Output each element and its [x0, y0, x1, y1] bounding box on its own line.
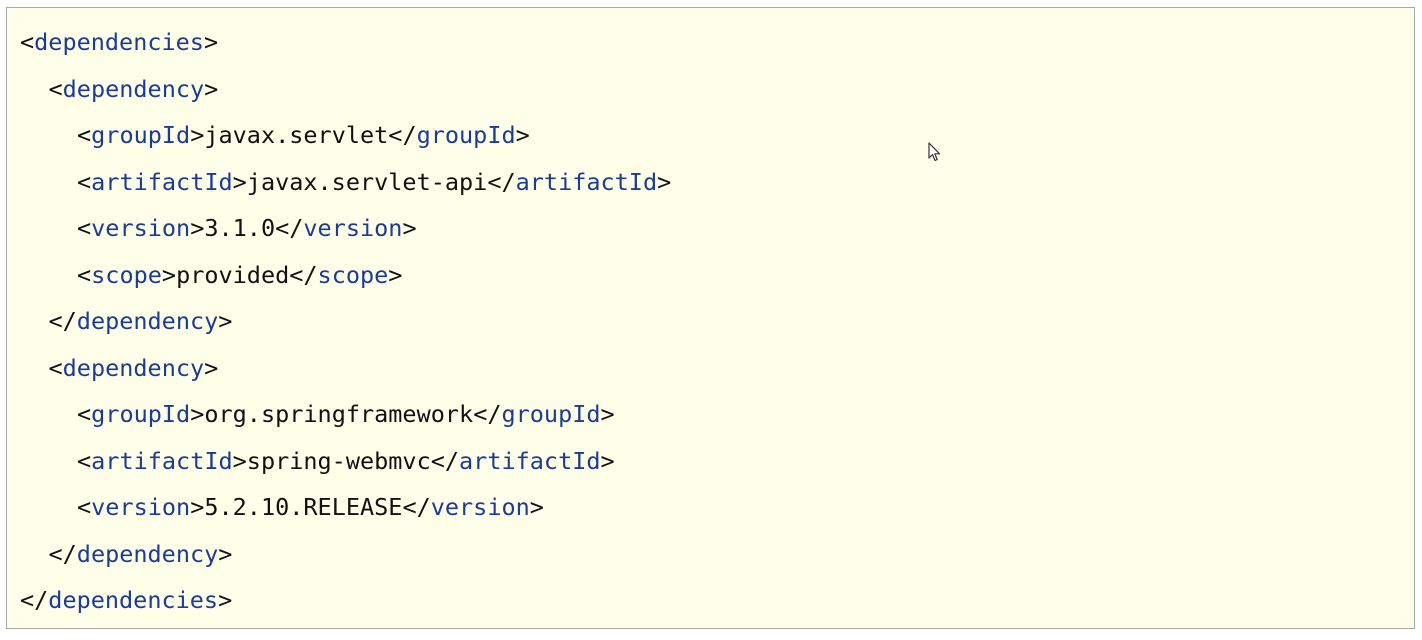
tag-bracket: <: [77, 493, 92, 521]
tag-bracket: <: [77, 214, 92, 242]
tag-name: version: [91, 493, 191, 521]
tag-bracket: >: [600, 446, 615, 475]
tag-name: groupId: [501, 400, 601, 428]
tag-bracket: </: [487, 167, 516, 196]
tag-bracket: <: [77, 446, 92, 475]
tag-bracket: >: [232, 446, 247, 475]
tag-bracket: >: [190, 121, 205, 149]
element-value: spring-webmvc: [246, 446, 431, 475]
tag-name: dependencies: [34, 28, 204, 56]
tag-bracket: <: [77, 400, 92, 428]
tag-name: scope: [91, 260, 162, 289]
tag-bracket: >: [232, 167, 247, 196]
code-line: </dependency>: [20, 538, 671, 585]
tag-bracket: >: [161, 260, 177, 289]
tag-bracket: <: [77, 260, 92, 289]
tag-name: dependency: [62, 353, 205, 382]
tag-bracket: </: [430, 446, 460, 475]
tag-bracket: </: [20, 586, 49, 614]
tag-bracket: >: [218, 539, 233, 568]
code-line: <dependency>: [20, 73, 671, 120]
tag-bracket: >: [204, 353, 219, 382]
tag-bracket: >: [515, 121, 530, 149]
element-value: javax.servlet-api: [246, 167, 488, 196]
tag-name: version: [91, 214, 191, 242]
tag-bracket: >: [218, 307, 233, 335]
tag-name: version: [303, 214, 403, 242]
tag-name: version: [430, 493, 530, 521]
tag-bracket: </: [289, 260, 318, 289]
tag-bracket: <: [77, 121, 92, 149]
tag-name: dependency: [76, 539, 219, 568]
code-line: <version>5.2.10.RELEASE</version>: [20, 491, 671, 538]
tag-bracket: </: [275, 214, 304, 242]
tag-bracket: <: [20, 28, 35, 56]
tag-bracket: <: [77, 167, 92, 196]
tag-bracket: >: [657, 167, 672, 196]
tag-bracket: >: [529, 493, 544, 521]
tag-name: dependencies: [48, 586, 219, 614]
tag-bracket: >: [190, 400, 205, 428]
tag-bracket: >: [204, 74, 219, 103]
tag-bracket: >: [218, 586, 233, 614]
tag-name: artifactId: [91, 446, 233, 475]
code-line: </dependencies>: [20, 584, 671, 628]
code-line: </dependency>: [20, 305, 671, 352]
tag-bracket: <: [48, 353, 63, 382]
tag-bracket: >: [600, 400, 615, 428]
code-line: <version>3.1.0</version>: [20, 212, 671, 259]
element-value: 3.1.0: [204, 214, 276, 242]
tag-name: artifactId: [459, 446, 601, 475]
code-lines: <dependencies><dependency><groupId>javax…: [20, 26, 671, 628]
tag-bracket: >: [402, 214, 417, 242]
code-line: <groupId>javax.servlet</groupId>: [20, 119, 671, 166]
code-line: <dependencies>: [20, 26, 671, 73]
code-line: <artifactId>javax.servlet-api</artifactI…: [20, 166, 671, 213]
tag-bracket: </: [48, 307, 77, 335]
code-line: <scope>provided</scope>: [20, 259, 671, 306]
element-value: javax.servlet: [204, 121, 389, 149]
code-line: <artifactId>spring-webmvc</artifactId>: [20, 445, 671, 492]
tag-bracket: </: [473, 400, 502, 428]
tag-name: artifactId: [515, 167, 658, 196]
tag-bracket: </: [48, 539, 77, 568]
tag-bracket: </: [402, 493, 431, 521]
code-block: <dependencies><dependency><groupId>javax…: [6, 7, 1415, 629]
tag-name: scope: [317, 260, 389, 289]
element-value: provided: [176, 260, 290, 289]
tag-bracket: <: [48, 74, 63, 103]
element-value: org.springframework: [204, 400, 474, 428]
tag-bracket: >: [190, 493, 205, 521]
tag-bracket: >: [203, 28, 219, 56]
mouse-pointer-icon: [928, 142, 941, 162]
tag-name: groupId: [91, 121, 191, 149]
tag-name: groupId: [416, 121, 516, 149]
code-line: <groupId>org.springframework</groupId>: [20, 398, 671, 445]
tag-name: artifactId: [91, 167, 233, 196]
tag-name: dependency: [76, 307, 219, 335]
tag-bracket: >: [190, 214, 205, 242]
tag-bracket: >: [388, 260, 403, 289]
code-line: <dependency>: [20, 352, 671, 399]
tag-bracket: </: [388, 121, 417, 149]
tag-name: groupId: [91, 400, 191, 428]
tag-name: dependency: [62, 74, 205, 103]
element-value: 5.2.10.RELEASE: [204, 493, 403, 521]
